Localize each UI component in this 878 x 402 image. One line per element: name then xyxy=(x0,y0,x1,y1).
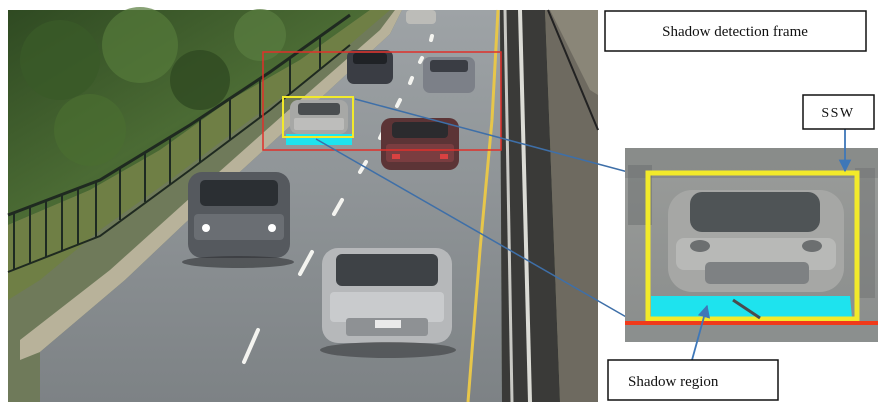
label-ssw: SSW xyxy=(802,94,875,130)
shadow-detection-frame xyxy=(262,51,502,151)
car-left-dark xyxy=(182,172,294,268)
ssw-box-zoom xyxy=(645,170,860,322)
label-shadow-detection-frame-text: Shadow detection frame xyxy=(662,24,808,40)
car-red xyxy=(381,118,459,170)
shadow-region-arrow xyxy=(691,304,711,361)
callout-line-bottom xyxy=(315,138,629,319)
shadow-region-small xyxy=(286,134,352,145)
label-shadow-detection-frame: Shadow detection frame xyxy=(604,10,867,52)
callout-line-top xyxy=(354,98,629,173)
label-shadow-region: Shadow region xyxy=(607,359,779,401)
shadow-region-zoom xyxy=(651,296,852,318)
shadow-edge-mark xyxy=(732,298,761,320)
label-shadow-region-text: Shadow region xyxy=(628,374,719,390)
car-dark-top xyxy=(347,50,393,84)
road-photo xyxy=(7,7,599,402)
car-silver-detected xyxy=(290,100,348,134)
label-ssw-text: SSW xyxy=(821,106,854,121)
car-front-center xyxy=(320,248,456,358)
car-gray-top xyxy=(423,57,475,93)
car-far xyxy=(406,10,436,24)
ssw-box-small xyxy=(282,96,354,138)
